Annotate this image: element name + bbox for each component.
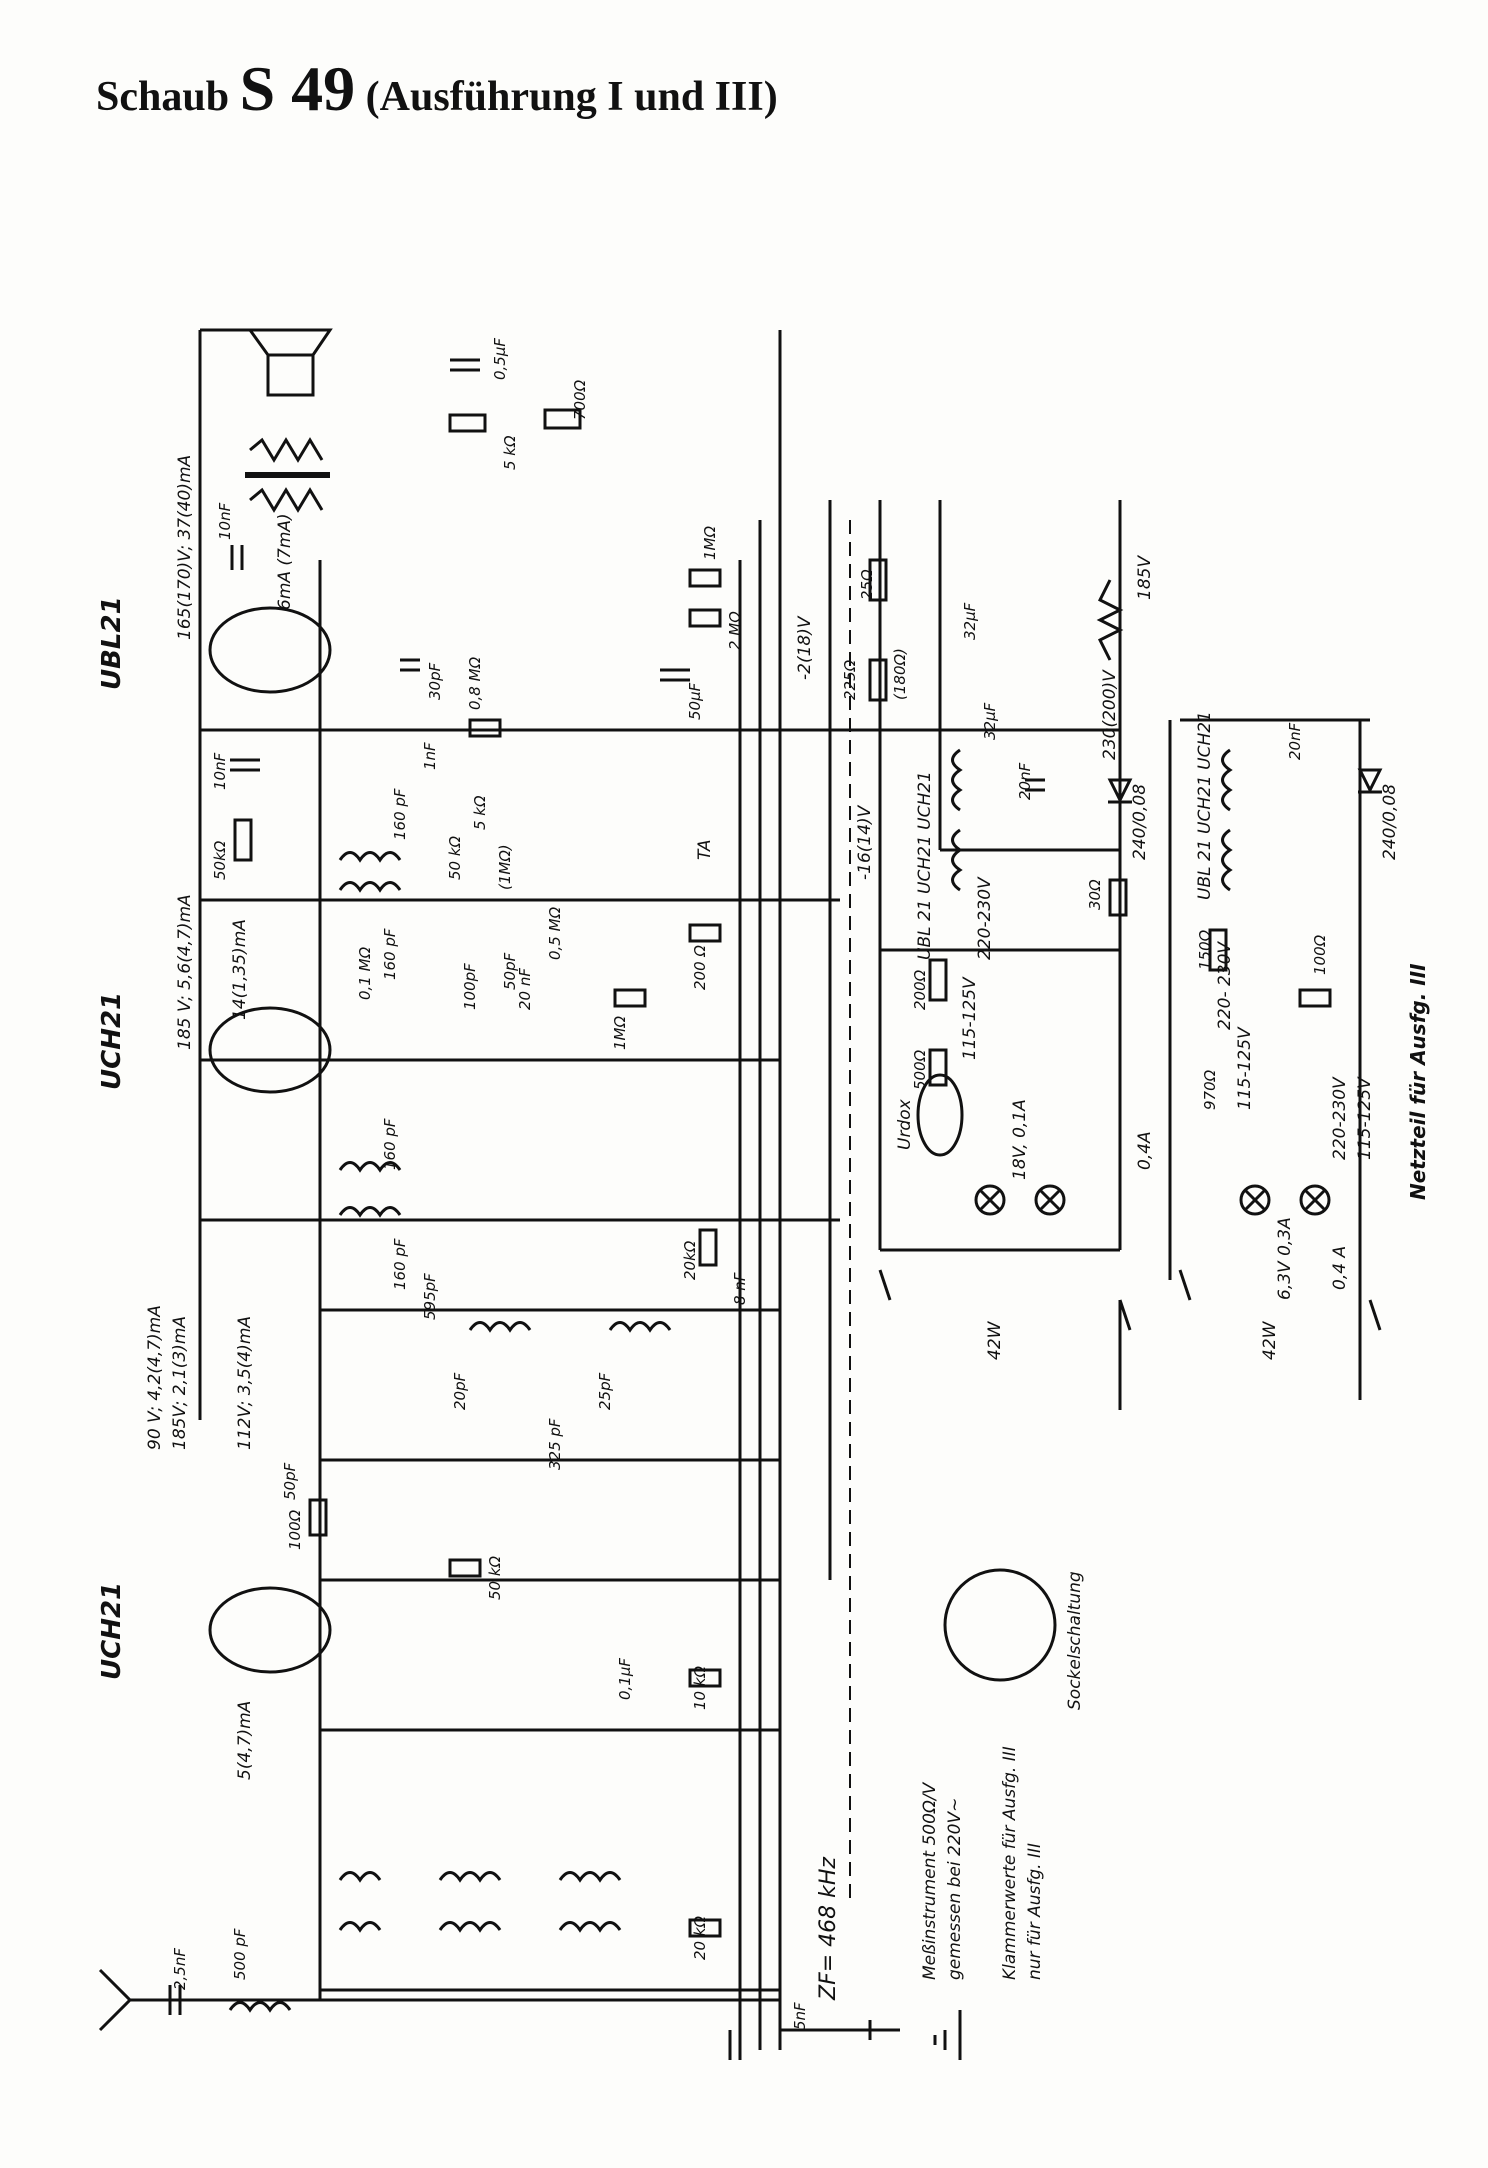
c20nf-b-label: 20 nF <box>516 968 534 1010</box>
zf-label: ZF= 468 kHz <box>816 1857 841 2001</box>
uch-mid-current-label: 185 V; 5,6(4,7)mA <box>175 894 195 1050</box>
c8nf-label: 8 nF <box>731 1272 749 1305</box>
c01uf-label: 0,1µF <box>616 1658 634 1700</box>
c160pf-c-label: 160 pF <box>381 1118 399 1170</box>
r05m-label: 0,5 MΩ <box>546 906 564 960</box>
c10nf-b-label: 10nF <box>211 752 229 790</box>
c20pf-label: 20pF <box>451 1372 469 1410</box>
legend-meter2: gemessen bei 220V~ <box>945 1798 965 1980</box>
c160pf-b-label: 160 pF <box>381 928 399 980</box>
r2m-label: 2 MΩ <box>726 611 744 650</box>
r100-label: 100Ω <box>286 1509 304 1550</box>
r200-b-label: 200Ω <box>911 969 929 1010</box>
r50k-b-label: 50 kΩ <box>446 835 464 880</box>
legend-sockel: Sockelschaltung <box>1065 1571 1085 1710</box>
r700-label: 700Ω <box>571 379 589 420</box>
legend-meter1: Meßinstrument 500Ω/V <box>920 1781 940 1980</box>
c160pf-a-label: 160 pF <box>391 788 409 840</box>
r970-label: 970Ω <box>1201 1069 1219 1110</box>
w42b-label: 42W <box>1260 1320 1280 1360</box>
r10k-label: 10 kΩ <box>691 1665 709 1710</box>
r08m-label: 0,8 MΩ <box>466 656 484 710</box>
tube-label-uch21-mid: UCH21 <box>97 992 127 1090</box>
w42a-label: 42W <box>985 1320 1005 1360</box>
c50uf-label: 50µF <box>686 682 704 720</box>
r1m-label: 1MΩ <box>701 526 719 560</box>
c25pf-label: 25pF <box>596 1372 614 1410</box>
fuse1-label: 0,4A <box>1135 1131 1155 1170</box>
c05uf-label: 0,5µF <box>491 338 509 380</box>
lamp2-label: 6,3V 0,3A <box>1275 1217 1295 1300</box>
title-brand: Schaub <box>96 74 230 120</box>
title-model: S 49 <box>239 53 356 124</box>
v230-label: 230(200)V <box>1100 669 1120 760</box>
r100-b-label: 100Ω <box>1311 934 1329 975</box>
v220-2-label: 220-230V <box>1330 1076 1350 1160</box>
r25-label: 25Ω <box>858 569 876 600</box>
r1m-b-label: (1MΩ) <box>496 844 514 890</box>
legend-klammer: Klammerwerte für Ausfg. III <box>1000 1746 1020 1980</box>
v220-1-label: 220-230V <box>975 876 995 960</box>
r500-label: 500Ω <box>911 1049 929 1090</box>
c160pf-d-label: 160 pF <box>391 1238 409 1290</box>
uch-low-d-label: 5(4,7)mA <box>235 1701 255 1780</box>
c25nf-label: 2,5nF <box>171 1948 189 1990</box>
ubl-current-label: 165(170)V; 37(40)mA <box>175 455 195 640</box>
c325pf-label: 325 pF <box>546 1418 564 1470</box>
v115-2-label: 115-125V <box>1355 1076 1375 1160</box>
r20k-a-label: 20kΩ <box>681 1240 699 1280</box>
c50pf-a-label: 50pF <box>501 952 519 990</box>
heater2-label: UBL 21 UCH21 UCH21 <box>1195 711 1215 900</box>
v220-3-label: 220- 230V <box>1215 941 1235 1030</box>
lamp1-label: 18V, 0,1A <box>1010 1099 1030 1180</box>
uch-mid-14-label: 14(1,35)mA <box>230 919 250 1020</box>
r01m-label: 0,1 MΩ <box>356 946 374 1000</box>
c10nf-a-label: 10nF <box>216 502 234 540</box>
r150-label: 150Ω <box>1196 929 1214 970</box>
title-variant: (Ausführung I und III) <box>365 74 778 120</box>
r180-label: (180Ω) <box>891 648 909 700</box>
rect1-label: 240/0,08 <box>1130 784 1150 860</box>
ta-label: TA <box>695 840 715 860</box>
c50pf-b-label: 50pF <box>281 1462 299 1500</box>
uch-low-c-label: 112V; 3,5(4)mA <box>235 1316 255 1450</box>
v185-label: 185V <box>1135 555 1155 600</box>
heater1-label: UBL 21 UCH21 UCH21 <box>915 771 935 960</box>
c595pf-label: 595pF <box>421 1273 439 1320</box>
legend-dashed: nur für Ausfg. III <box>1025 1843 1045 1980</box>
rect2-label: 240/0,08 <box>1380 784 1400 860</box>
fuse2-label: 0,4 A <box>1330 1246 1350 1290</box>
neg16-label: -16(14)V <box>855 804 875 880</box>
page-title: Schaub S 49 (Ausführung I und III) <box>96 52 778 126</box>
c30pf-label: 30pF <box>426 662 444 700</box>
r200-a-label: 200 Ω <box>691 945 709 990</box>
c5nf-label: 5nF <box>791 2002 809 2030</box>
r5k-b-label: 5 kΩ <box>471 795 489 830</box>
urdox-label: Urdox <box>895 1098 915 1150</box>
r20k-b-label: 20 kΩ <box>691 1915 709 1960</box>
neg2-label: -2(18)V <box>795 615 815 680</box>
netzteil-label: Netzteil für Ausfg. III <box>1406 963 1430 1200</box>
r5k-label: 5 kΩ <box>501 435 519 470</box>
v115-3-label: 115-125V <box>1235 1026 1255 1110</box>
c32uf-a-label: 32µF <box>961 602 979 640</box>
r1m-c-label: 1MΩ <box>611 1016 629 1050</box>
c100pf-label: 100pF <box>461 963 479 1010</box>
c32uf-b-label: 32µF <box>981 702 999 740</box>
uch-low-a-label: 90 V; 4,2(4,7)mA <box>145 1305 165 1450</box>
r30-label: 30Ω <box>1086 879 1104 910</box>
r50k-c-label: 50 kΩ <box>486 1555 504 1600</box>
c20nf-c-label: 20nF <box>1286 722 1304 760</box>
uch-low-b-label: 185V; 2,1(3)mA <box>170 1316 190 1450</box>
v115-1-label: 115-125V <box>960 976 980 1060</box>
r225-label: 225Ω <box>841 659 859 700</box>
tube-label-ubl21: UBL21 <box>97 596 127 690</box>
c20nf-a-label: 20nF <box>1016 762 1034 800</box>
c500pf-label: 500 pF <box>231 1928 249 1980</box>
c1nf-label: 1nF <box>421 742 439 770</box>
r50k-a-label: 50kΩ <box>211 840 229 880</box>
ubl-pin4-label: 6mA (7mA) <box>275 513 295 610</box>
tube-label-uch21-low: UCH21 <box>97 1582 127 1680</box>
